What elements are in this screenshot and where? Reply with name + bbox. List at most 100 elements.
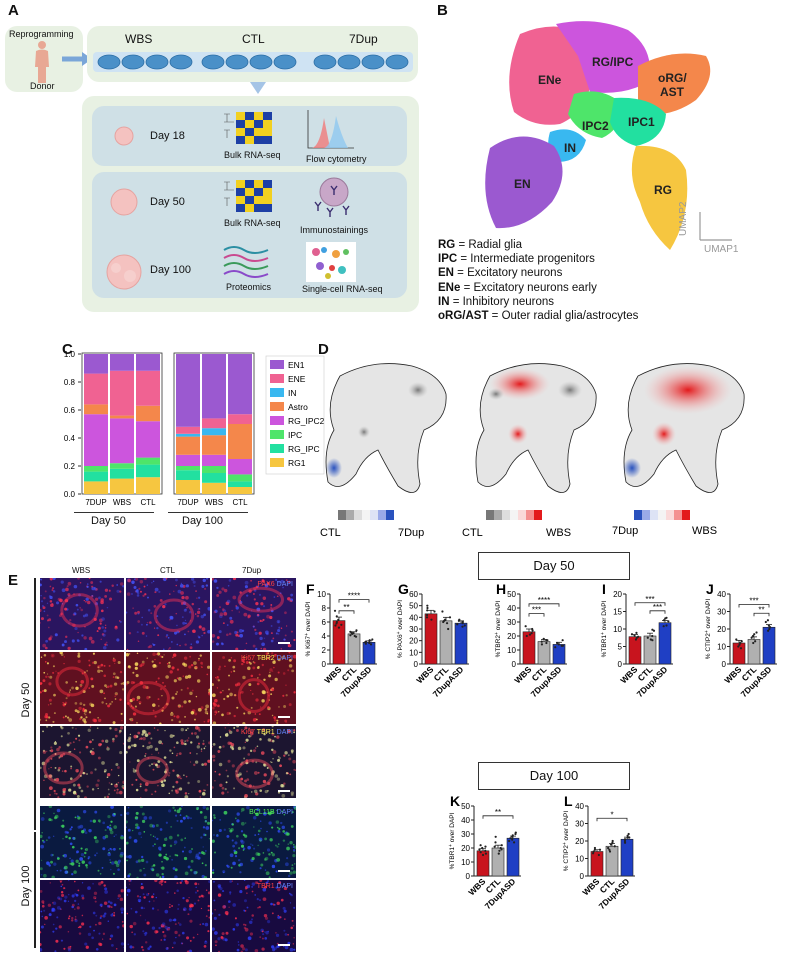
cell-dot	[155, 824, 159, 827]
cell-dot	[78, 751, 82, 754]
cell-dot	[264, 856, 269, 861]
cell-dot	[90, 677, 94, 681]
cell-dot	[207, 606, 210, 611]
cell-dot	[194, 882, 198, 886]
cell-dot	[225, 601, 230, 606]
cell-dot	[91, 586, 95, 591]
cell-dot	[293, 845, 296, 849]
scale-bar	[278, 716, 290, 718]
cell-dot	[98, 932, 101, 935]
cell-dot	[146, 623, 148, 626]
cell-dot	[266, 632, 269, 636]
bar-ctl	[491, 847, 505, 877]
cell-dot	[136, 876, 139, 878]
cell-dot	[184, 608, 187, 611]
cell-dot	[185, 815, 188, 818]
cell-dot	[239, 600, 243, 604]
cell-dot	[104, 588, 109, 592]
cell-dot	[78, 593, 81, 597]
cell-dot	[62, 792, 66, 796]
cell-dot	[167, 636, 170, 639]
cell-dot	[169, 855, 171, 858]
cell-dot	[121, 688, 124, 691]
cell-dot	[143, 873, 147, 877]
cell-dot	[215, 676, 217, 679]
cell-dot	[270, 655, 272, 658]
cell-dot	[80, 680, 85, 684]
cell-dot	[205, 578, 209, 580]
cell-dot	[244, 648, 246, 650]
cell-dot	[194, 712, 198, 716]
cell-dot	[154, 880, 158, 883]
cell-dot	[136, 631, 139, 634]
cell-dot	[202, 806, 206, 810]
cell-dot	[110, 906, 113, 909]
cell-dot	[257, 829, 261, 833]
cell-dot	[80, 789, 84, 793]
cell-dot	[85, 864, 88, 867]
y-tick-label: 0	[618, 660, 623, 669]
cell-dot	[180, 880, 184, 883]
micrograph-texture	[212, 652, 296, 724]
data-point	[497, 852, 500, 855]
cell-dot	[72, 790, 77, 795]
cell-dot	[203, 815, 208, 820]
cell-dot	[50, 860, 54, 864]
cell-dot	[77, 652, 81, 656]
data-point	[592, 850, 595, 853]
cell-dot	[196, 597, 198, 599]
cell-dot	[127, 874, 131, 878]
cell-dot	[99, 916, 102, 919]
cell-dot	[235, 923, 240, 927]
cell-dot	[179, 644, 181, 647]
cell-dot	[144, 593, 147, 596]
cell-dot	[204, 587, 207, 590]
cell-dot	[72, 613, 75, 616]
cell-dot	[292, 870, 296, 874]
y-tick-label: 20	[507, 632, 516, 641]
cell-dot	[169, 593, 171, 595]
cell-dot	[293, 729, 296, 732]
data-point	[514, 831, 517, 834]
cell-dot	[223, 588, 228, 593]
cell-dot	[113, 903, 117, 907]
cell-dot	[290, 791, 294, 795]
cell-dot	[232, 595, 237, 600]
cell-dot	[146, 621, 149, 624]
cell-dot	[55, 777, 60, 782]
cell-dot	[139, 783, 142, 786]
cell-dot	[251, 890, 254, 893]
cell-dot	[126, 681, 130, 684]
cell-dot	[233, 787, 236, 790]
cell-dot	[126, 648, 129, 650]
cell-dot	[96, 852, 98, 854]
cell-dot	[249, 932, 254, 936]
data-point	[426, 604, 429, 607]
cell-dot	[106, 795, 110, 798]
cell-dot	[276, 858, 281, 862]
data-point	[768, 627, 771, 631]
data-point	[426, 606, 429, 610]
cell-dot	[175, 693, 178, 695]
cell-dot	[148, 741, 151, 745]
y-tick-label: 30	[507, 618, 516, 627]
cell-dot	[266, 731, 268, 734]
stacked-segment-rg_ipc2	[84, 414, 108, 466]
cell-dot	[170, 712, 174, 716]
cell-dot	[168, 906, 171, 909]
stain-marker: TBR1	[256, 883, 275, 890]
cell-dot	[188, 665, 192, 669]
cell-dot	[180, 838, 184, 842]
data-point	[735, 638, 738, 641]
cell-dot	[73, 899, 77, 903]
cell-dot	[52, 671, 55, 674]
cell-dot	[229, 853, 234, 858]
significance-bracket	[649, 610, 666, 614]
cell-dot	[257, 771, 260, 774]
cell-dot	[193, 763, 196, 767]
cell-dot	[92, 882, 94, 885]
cell-dot	[258, 665, 260, 668]
cell-dot	[173, 715, 176, 718]
cell-dot	[60, 885, 63, 888]
cell-dot	[186, 739, 189, 742]
